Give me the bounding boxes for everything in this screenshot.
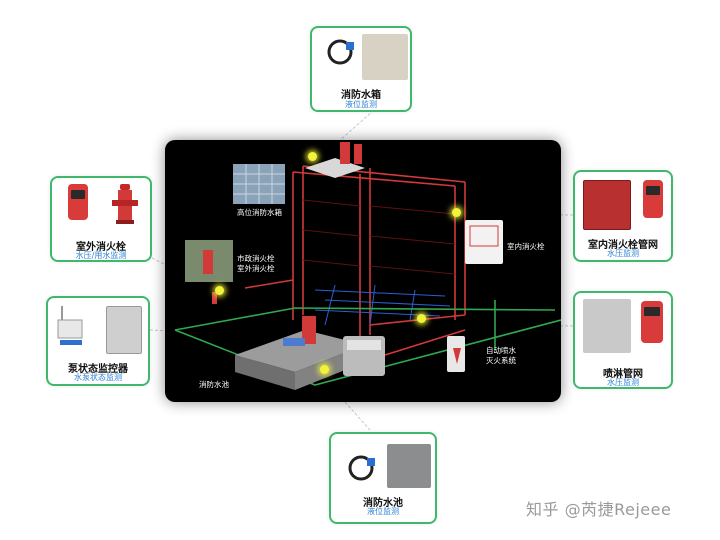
sensor-dot-hydrant <box>215 286 224 295</box>
card-fire-pool[interactable]: 消防水池 液位监测 <box>329 432 437 524</box>
label-municipal-hydrant-line2: 室外消火栓 <box>237 264 275 273</box>
label-high-tank: 高位消防水箱 <box>237 208 282 217</box>
card-title: 泵状态监控器 <box>68 364 128 375</box>
pressure-sensor-photo <box>68 184 88 220</box>
card-subtitle: 水压监测 <box>607 249 639 258</box>
level-sensor-photo <box>348 455 375 481</box>
pipe-network <box>174 142 561 390</box>
card-title: 室内消火栓管网 <box>588 240 658 251</box>
card-pump-monitor[interactable]: 泵状态监控器 水泵状态监测 <box>46 296 150 386</box>
card-sprinkler-network[interactable]: 喷淋管网 水压监测 <box>573 291 673 389</box>
pressure-sensor-photo <box>641 301 663 343</box>
sensor-dot-indoor <box>452 208 461 217</box>
fire-water-system-scene: 高位消防水箱 市政消火栓 室外消火栓 室内消火栓 自动喷水 灭火系统 消防水池 <box>165 140 561 402</box>
card-subtitle: 液位监测 <box>345 100 377 109</box>
label-indoor-hydrant: 室内消火栓 <box>507 242 545 251</box>
label-sprinkler-line1: 自动喷水 <box>486 346 516 355</box>
pump-cabinet-photo <box>106 306 142 354</box>
card-title: 消防水池 <box>363 498 403 509</box>
sensor-dot-sprinkler <box>417 314 426 323</box>
label-sprinkler: 自动喷水 灭火系统 <box>486 346 516 366</box>
sprinkler-pipe-photo <box>583 299 631 353</box>
controller-icon <box>57 306 83 345</box>
label-pool: 消防水池 <box>199 380 229 389</box>
label-sprinkler-line2: 灭火系统 <box>486 356 516 365</box>
pressure-sensor-photo <box>643 180 663 218</box>
sensor-dot-pump <box>320 365 329 374</box>
card-title: 消防水箱 <box>341 90 381 101</box>
card-outdoor-hydrant[interactable]: 室外消火栓 水压/用水监测 <box>50 176 152 262</box>
card-subtitle: 水泵状态监测 <box>74 373 122 382</box>
card-subtitle: 水压/用水监测 <box>75 251 127 260</box>
watermark: 知乎 @芮捷Rejeee <box>526 500 672 519</box>
label-municipal-hydrant-line1: 市政消火栓 <box>237 254 275 263</box>
label-municipal-hydrant: 市政消火栓 室外消火栓 <box>237 254 275 274</box>
tank-photo <box>362 34 408 80</box>
card-title: 室外消火栓 <box>76 242 126 253</box>
sensor-dot-tank <box>308 152 317 161</box>
card-indoor-hydrant-network[interactable]: 室内消火栓管网 水压监测 <box>573 170 673 262</box>
card-subtitle: 液位监测 <box>367 507 399 516</box>
hydrant-cabinet-photo <box>583 180 631 230</box>
card-subtitle: 水压监测 <box>607 378 639 387</box>
card-fire-water-tank[interactable]: 消防水箱 液位监测 <box>310 26 412 112</box>
hydrant-icon <box>112 184 138 224</box>
card-title: 喷淋管网 <box>603 369 643 380</box>
pool-photo <box>387 444 431 488</box>
level-sensor-photo <box>327 39 354 65</box>
